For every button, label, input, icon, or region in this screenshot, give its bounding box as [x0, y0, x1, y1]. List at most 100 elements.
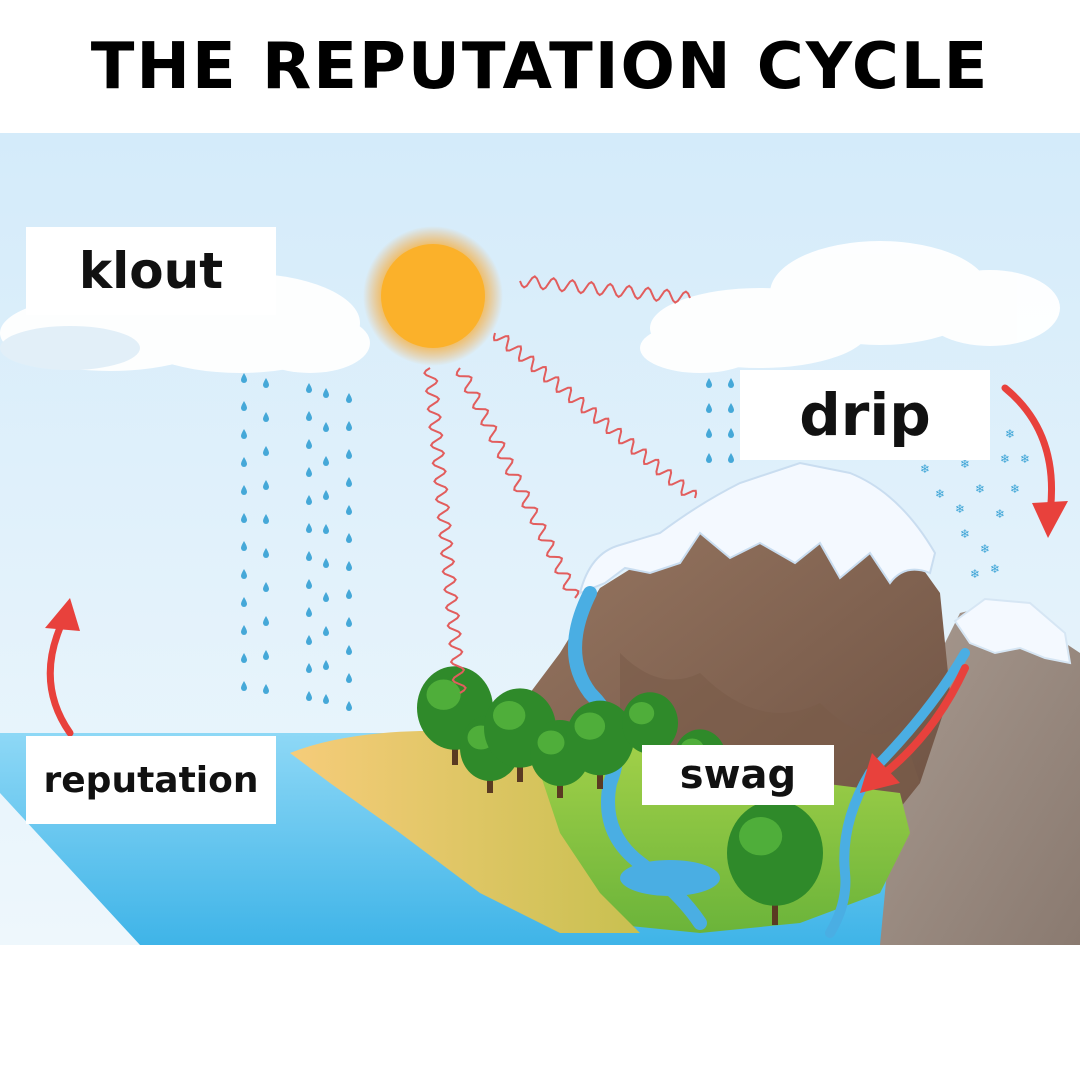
raindrop: [306, 691, 312, 701]
arrow-right-down: [1001, 384, 1056, 517]
raindrop: [241, 513, 247, 523]
raindrop: [306, 551, 312, 561]
raindrop: [706, 378, 712, 388]
raindrop: [323, 422, 329, 432]
raindrop: [706, 428, 712, 438]
raindrop: [306, 663, 312, 673]
tree-highlight: [574, 712, 606, 740]
raindrop: [306, 523, 312, 533]
tree-highlight: [739, 817, 783, 856]
raindrop: [346, 617, 352, 627]
tree-highlight: [537, 730, 565, 755]
raindrop: [706, 403, 712, 413]
rain-right: [706, 378, 734, 463]
raindrop: [263, 480, 269, 490]
raindrop: [306, 439, 312, 449]
raindrop: [241, 373, 247, 383]
raindrop: [323, 456, 329, 466]
cloud-right: [640, 241, 1060, 373]
raindrop: [263, 446, 269, 456]
raindrop: [346, 505, 352, 515]
tree-highlight: [629, 702, 655, 725]
raindrop: [323, 694, 329, 704]
raindrop: [346, 589, 352, 599]
raindrop: [263, 378, 269, 388]
sun-core: [381, 244, 485, 348]
arrow-mountain-down-head: [860, 753, 900, 793]
raindrop: [728, 403, 734, 413]
raindrop: [346, 477, 352, 487]
raindrop: [263, 582, 269, 592]
snowflake-icon: ❄: [955, 502, 965, 516]
raindrop: [241, 401, 247, 411]
raindrop: [263, 548, 269, 558]
tree-highlight: [493, 701, 526, 730]
raindrop: [306, 383, 312, 393]
raindrop: [306, 607, 312, 617]
raindrop: [346, 533, 352, 543]
raindrop: [241, 681, 247, 691]
raindrop: [241, 457, 247, 467]
water-cycle-scene: ❄❄❄❄❄❄❄❄❄❄❄❄❄❄❄❄: [0, 133, 1080, 945]
raindrop: [346, 561, 352, 571]
raindrop: [241, 597, 247, 607]
arrow-left-up: [46, 619, 74, 737]
snowflake-icon: ❄: [960, 457, 970, 471]
raindrop: [241, 485, 247, 495]
raindrop: [728, 453, 734, 463]
arrow-mountain-down: [881, 664, 969, 777]
raindrop: [346, 701, 352, 711]
raindrop: [346, 421, 352, 431]
raindrop: [306, 467, 312, 477]
raindrop: [263, 514, 269, 524]
snow-cap-back: [953, 597, 1072, 665]
raindrop: [346, 393, 352, 403]
trees: [417, 666, 823, 925]
heat-wave: [519, 275, 691, 304]
raindrop: [706, 453, 712, 463]
arrow-right-down-head: [1032, 501, 1068, 538]
snowflake-icon: ❄: [960, 527, 970, 541]
snowflake-icon: ❄: [995, 507, 1005, 521]
snowflake-icon: ❄: [975, 482, 985, 496]
snowflake-icon: ❄: [935, 487, 945, 501]
label-drip: drip: [740, 370, 990, 460]
raindrop: [346, 449, 352, 459]
raindrop: [306, 495, 312, 505]
label-reputation: reputation: [26, 736, 276, 824]
raindrop: [728, 428, 734, 438]
raindrop: [323, 660, 329, 670]
raindrop: [306, 635, 312, 645]
snowflake-icon: ❄: [1010, 482, 1020, 496]
raindrop: [306, 411, 312, 421]
page-title: THE REPUTATION CYCLE: [90, 30, 990, 104]
heat-wave: [455, 367, 580, 599]
label-klout: klout: [26, 227, 276, 315]
raindrop: [323, 592, 329, 602]
raindrop: [263, 650, 269, 660]
heat-waves: [423, 275, 698, 694]
tree-crown: [727, 800, 823, 906]
heat-wave: [492, 332, 698, 499]
raindrop: [241, 653, 247, 663]
raindrop: [323, 490, 329, 500]
snowflake-icon: ❄: [1000, 452, 1010, 466]
beach: [290, 731, 640, 933]
snowflake-icon: ❄: [990, 562, 1000, 576]
raindrop: [263, 616, 269, 626]
raindrop: [323, 626, 329, 636]
heat-wave: [423, 367, 467, 694]
rain-left: [241, 373, 352, 711]
river-pool: [620, 860, 720, 896]
raindrop: [323, 388, 329, 398]
snowflake-icon: ❄: [970, 567, 980, 581]
raindrop: [263, 412, 269, 422]
raindrop: [306, 579, 312, 589]
river-right: [825, 648, 970, 938]
raindrop: [346, 673, 352, 683]
snowflake-icon: ❄: [1020, 452, 1030, 466]
raindrop: [241, 569, 247, 579]
raindrop: [241, 541, 247, 551]
arrow-left-up-head: [45, 598, 80, 631]
raindrop: [323, 558, 329, 568]
